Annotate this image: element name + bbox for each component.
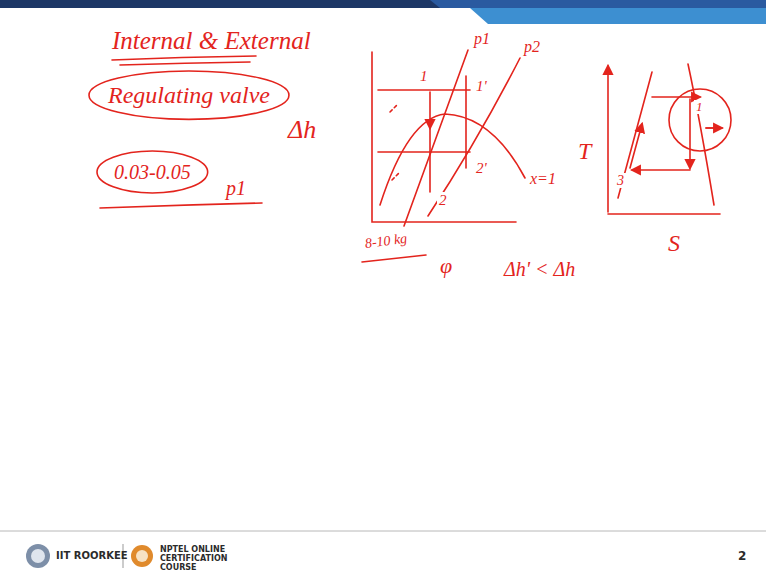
- value-underline: [362, 255, 426, 262]
- symbol-label: Δh: [288, 116, 316, 145]
- point-label: 1: [418, 68, 430, 85]
- point-label: 2': [474, 160, 489, 177]
- page-number: 2: [738, 550, 746, 563]
- symbol-label: p1: [226, 177, 246, 199]
- cycle-line: [652, 96, 700, 98]
- sketch-mark: [390, 104, 400, 180]
- title-underline: [120, 62, 250, 65]
- pressure-line: [428, 58, 520, 216]
- expansion-arrow: [429, 92, 431, 128]
- line-label: p1: [472, 30, 492, 48]
- expansion-line: [429, 128, 431, 192]
- point-label: 1: [694, 100, 705, 114]
- pressure-line: [404, 50, 468, 226]
- slide-heading: Internal & External: [112, 27, 311, 55]
- point-label: 1': [474, 78, 489, 95]
- circled-note: Regulating valve: [88, 70, 290, 120]
- nptel-logo: [131, 545, 153, 567]
- handwriting: [100, 50, 731, 262]
- axis-label: S: [668, 230, 680, 256]
- cycle-line: [706, 127, 722, 129]
- course-name: NPTEL ONLINE CERTIFICATION COURSE: [160, 546, 260, 572]
- enthalpy-line: [378, 151, 470, 153]
- header-accent: [470, 8, 766, 24]
- point-label: 2: [437, 192, 449, 209]
- line-label: p2: [522, 38, 542, 56]
- header-bar: [0, 0, 766, 8]
- value-note: 8-10 kg: [364, 231, 408, 251]
- highlight-circle: [669, 89, 731, 151]
- s-axis: [608, 213, 720, 215]
- node-text: 0.03-0.05: [114, 161, 191, 183]
- saturation-dome: [380, 114, 525, 205]
- point-label: 3: [615, 173, 626, 188]
- ellipse-outline: [89, 71, 289, 119]
- ellipse-outline: [97, 151, 208, 193]
- expansion-line: [465, 76, 467, 168]
- cycle-line: [630, 124, 642, 168]
- value-underline: [100, 203, 262, 208]
- relation-note: Δh' < Δh: [504, 258, 575, 280]
- t-axis: [607, 66, 609, 212]
- cycle-line: [632, 169, 690, 171]
- footer-rule: [0, 531, 766, 532]
- enthalpy-line: [378, 89, 470, 91]
- title-underline: [112, 56, 256, 60]
- node-text: Regulating valve: [108, 82, 270, 108]
- line-label: x=1: [528, 170, 558, 188]
- circled-note: 0.03-0.05: [96, 150, 209, 194]
- saturation-dome: [688, 64, 714, 205]
- cycle-line: [689, 99, 691, 168]
- institute-logo: [26, 544, 50, 568]
- axis-label: T: [578, 138, 591, 164]
- institute-logo: [31, 549, 45, 563]
- axis-label: φ: [440, 254, 452, 278]
- institute-name: IIT ROORKEE: [56, 550, 128, 561]
- header-accent: [430, 0, 766, 8]
- nptel-logo: [136, 550, 148, 562]
- cycle-line: [706, 127, 722, 129]
